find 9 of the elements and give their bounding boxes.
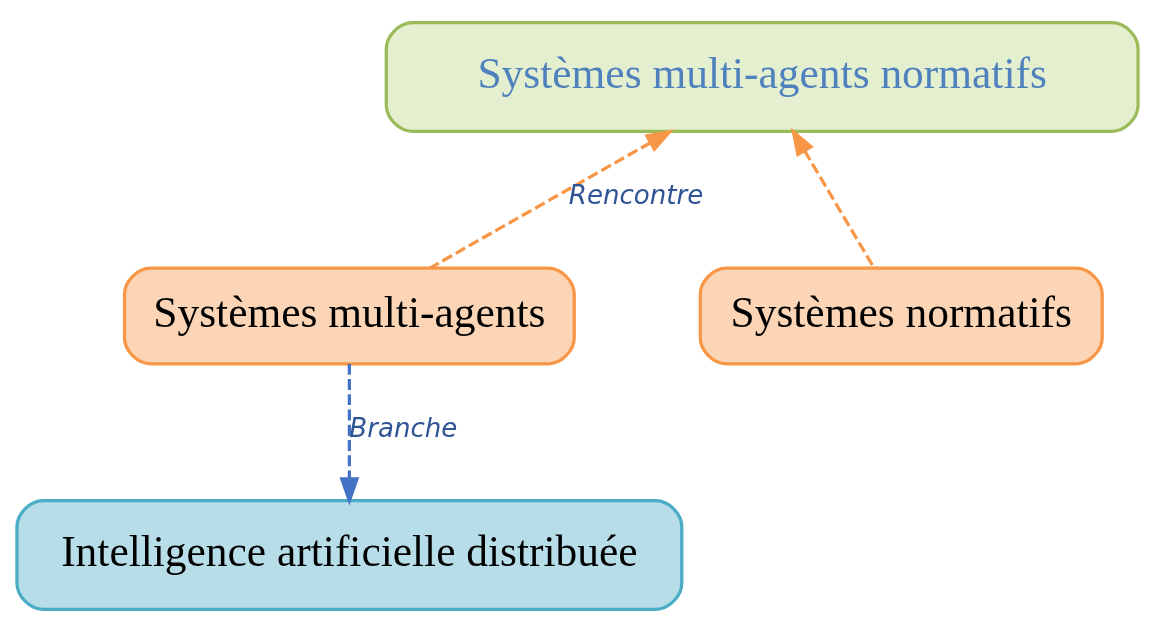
node-box: Systèmes normatifs xyxy=(698,266,1104,365)
edge-label: Rencontre xyxy=(568,179,704,210)
arrow xyxy=(429,128,674,269)
node-box: Intelligence artificielle distribuée xyxy=(15,498,684,611)
node-box: Systèmes multi-agents xyxy=(122,266,576,365)
arrow xyxy=(339,363,360,506)
arrow xyxy=(790,127,876,268)
edge-label: Branche xyxy=(349,412,458,443)
node-box: Systèmes multi-agents normatifs xyxy=(384,20,1140,133)
